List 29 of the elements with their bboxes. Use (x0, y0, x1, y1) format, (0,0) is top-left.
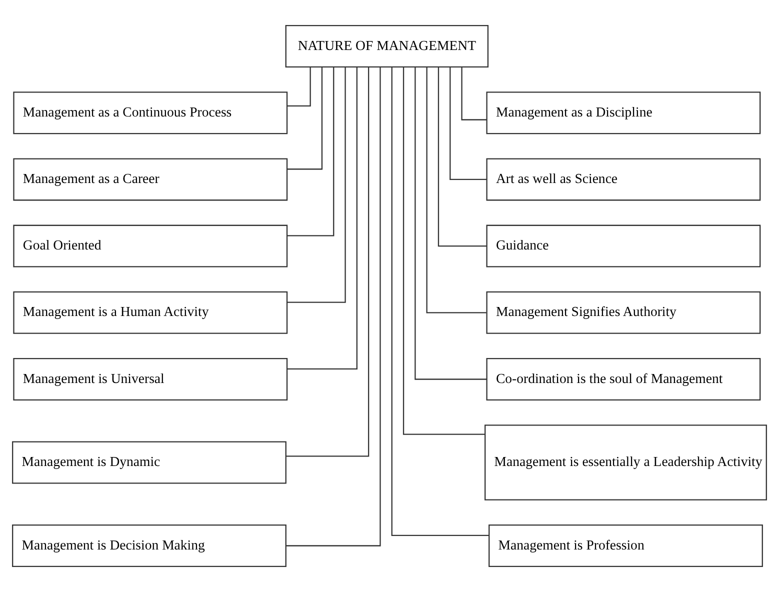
node-box: Goal Oriented (13, 224, 288, 268)
connector (391, 66, 490, 536)
connector (286, 67, 381, 546)
node-box: Art as well as Science (486, 158, 761, 201)
connector (287, 67, 323, 170)
node-box: Management is Universal (13, 358, 288, 400)
connector (287, 66, 358, 370)
node-box: Management is essentially a Leadership Activity (484, 424, 767, 500)
connector (450, 67, 486, 180)
node-box: Management as a Career (13, 158, 288, 201)
node-box: Guidance (486, 224, 761, 268)
node-box: Management is a Human Activity (13, 291, 288, 334)
connector (287, 67, 334, 236)
node-box: NATURE OF MANAGEMENT (285, 25, 489, 68)
node-box: Management Signifies Authority (486, 291, 761, 334)
node-box: Management as a Discipline (486, 92, 761, 134)
connector (414, 67, 487, 380)
connector (402, 67, 485, 435)
connector (287, 67, 311, 107)
connector (461, 67, 487, 120)
node-box: Management as a Continuous Process (13, 92, 288, 134)
connector (287, 67, 346, 303)
node-box: Management is Profession (488, 524, 763, 567)
connector (426, 67, 486, 314)
connector (438, 67, 487, 247)
connector (286, 67, 370, 457)
node-box: Co-ordination is the soul of Management (486, 358, 761, 400)
node-box: Management is Decision Making (12, 524, 286, 567)
node-box: Management is Dynamic (12, 441, 286, 484)
